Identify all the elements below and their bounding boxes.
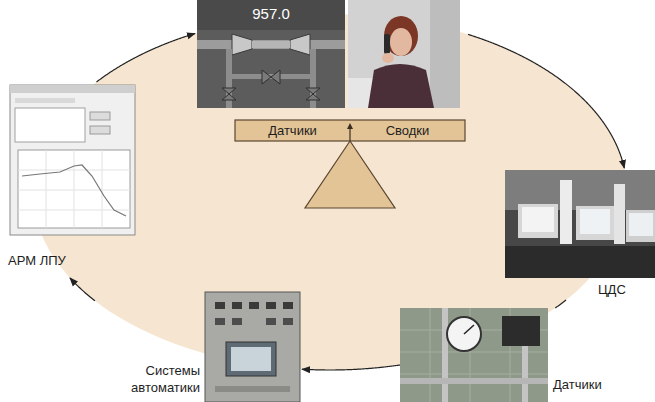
reading-value: 957.0 [236, 5, 306, 23]
button [266, 302, 276, 309]
operator-photo [348, 0, 460, 108]
workstation-screenshot [10, 85, 135, 235]
balance-beam [235, 120, 465, 141]
pointer-head [347, 123, 353, 129]
computer-tower [560, 180, 572, 244]
photo-ground [400, 308, 548, 402]
button [232, 302, 242, 309]
chart-grid [18, 150, 130, 228]
monitor-screen [522, 207, 554, 232]
desk [505, 246, 655, 278]
hand [382, 53, 394, 63]
automation-node: Системы автоматики [95, 290, 302, 400]
pointer [349, 128, 350, 141]
valve [222, 88, 236, 100]
cycle-arrow [97, 33, 196, 82]
valve [290, 34, 310, 55]
shelf [430, 0, 460, 108]
pipe [400, 378, 548, 384]
form-button [90, 112, 110, 120]
wall-tiles [400, 308, 548, 402]
monitor [626, 210, 655, 242]
button [232, 318, 242, 325]
window [10, 85, 135, 235]
computer-tower [614, 184, 625, 244]
photo-shade [197, 0, 345, 30]
pressure-gauge [447, 317, 481, 351]
button [283, 302, 293, 309]
panel-display [231, 347, 271, 371]
title-bar [10, 85, 135, 93]
workstation-node: АРМ ЛПУ [5, 82, 140, 278]
photo-ground [348, 0, 460, 108]
monitor [576, 206, 614, 240]
monitor-screen [580, 209, 610, 234]
automation-cabinet-photo [205, 292, 300, 402]
terminal-strip [215, 386, 290, 392]
chart-area [18, 150, 130, 228]
toolbar [15, 98, 75, 103]
photo-ground [505, 170, 655, 278]
node-label: АРМ ЛПУ [8, 252, 108, 269]
person-face [390, 28, 412, 56]
node-label: Сводки [350, 122, 465, 139]
button [283, 318, 293, 325]
form-panel [15, 108, 85, 142]
phone [384, 34, 390, 54]
pipe [522, 346, 528, 402]
pipe [252, 41, 290, 48]
node-label: Датчики [553, 376, 621, 393]
control-room-node: ЦДС [503, 168, 653, 300]
node-label: Датчики [235, 122, 350, 139]
balance-group: ДатчикиСводки [195, 0, 468, 212]
button [249, 302, 259, 309]
photo-ground [197, 0, 345, 108]
valve [262, 70, 280, 84]
pipe [442, 308, 448, 402]
transmitter-box [502, 316, 540, 346]
monitor [518, 204, 558, 238]
node-label: Системы автоматики [115, 362, 200, 396]
form-button [90, 126, 110, 134]
person-body [368, 64, 434, 108]
monitor-screen [629, 213, 653, 236]
pipe [197, 40, 345, 49]
button [215, 302, 225, 309]
pipe-photo [197, 0, 345, 108]
cycle-arrow [555, 300, 566, 308]
control-room-photo [505, 170, 655, 278]
sensors-photo [400, 308, 548, 402]
valve [306, 88, 320, 100]
chart-line [22, 165, 126, 216]
sensors-node: Датчики [400, 308, 624, 400]
button [266, 318, 276, 325]
button [215, 318, 225, 325]
cabinet [205, 292, 300, 402]
panel-screen [226, 342, 276, 376]
gauge-needle [464, 325, 474, 334]
node-label: ЦДС [598, 281, 648, 298]
cycle-arrow [468, 34, 624, 168]
cycle-arrow [70, 278, 95, 301]
person-hair [384, 16, 418, 56]
cycle-arrow [302, 365, 400, 370]
valve [232, 34, 252, 55]
fulcrum [305, 141, 395, 208]
